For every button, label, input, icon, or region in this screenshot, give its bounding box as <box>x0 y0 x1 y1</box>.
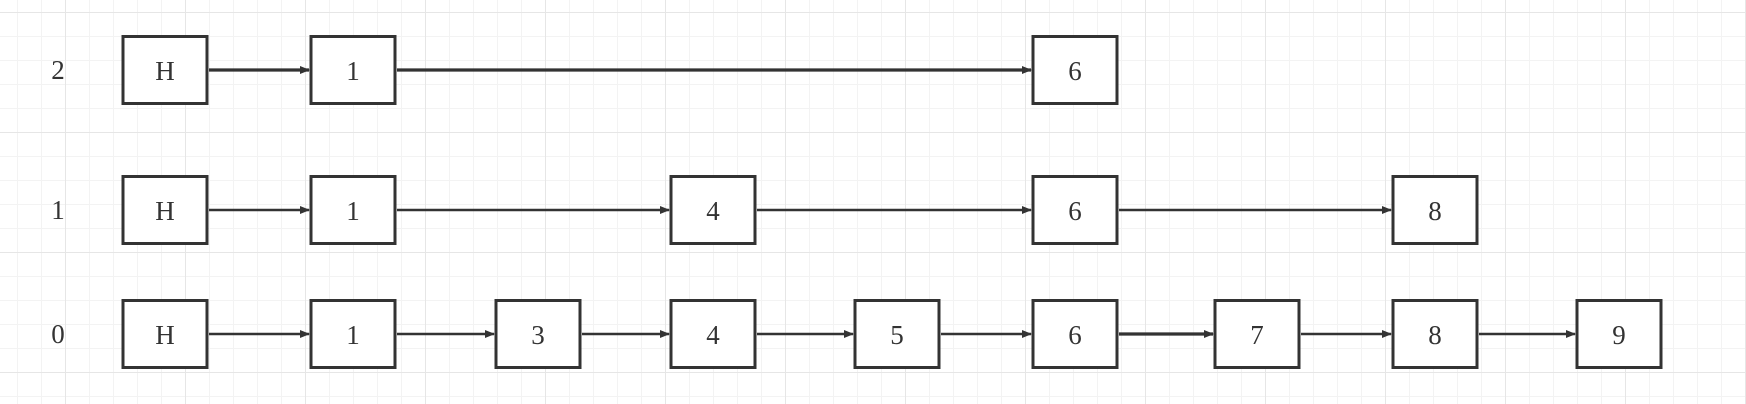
node-label: 5 <box>890 320 904 350</box>
node-box <box>1391 175 1479 245</box>
level-label-1: 1 <box>51 195 65 225</box>
node-box <box>1575 299 1663 369</box>
level-label-0: 0 <box>51 319 65 349</box>
node-0-7: 7 <box>1213 299 1301 369</box>
node-1-8: 8 <box>1391 175 1479 245</box>
node-box <box>1031 175 1119 245</box>
node-1-6: 6 <box>1031 175 1119 245</box>
node-1-4: 4 <box>669 175 757 245</box>
node-box <box>1213 299 1301 369</box>
node-label: 6 <box>1068 320 1082 350</box>
node-label: H <box>155 196 175 226</box>
node-label: 9 <box>1612 320 1626 350</box>
node-box <box>309 175 397 245</box>
node-2-1: 1 <box>309 35 397 105</box>
node-label: 4 <box>706 320 720 350</box>
node-box <box>853 299 941 369</box>
node-box <box>494 299 582 369</box>
node-1-H: H <box>121 175 209 245</box>
node-label: 4 <box>706 196 720 226</box>
node-0-9: 9 <box>1575 299 1663 369</box>
node-1-1: 1 <box>309 175 397 245</box>
node-box <box>121 299 209 369</box>
node-box <box>309 35 397 105</box>
node-box <box>669 299 757 369</box>
node-0-8: 8 <box>1391 299 1479 369</box>
node-0-6: 6 <box>1031 299 1119 369</box>
node-box <box>669 175 757 245</box>
node-box <box>309 299 397 369</box>
node-0-H: H <box>121 299 209 369</box>
node-label: 1 <box>346 196 360 226</box>
node-label: 8 <box>1428 320 1442 350</box>
node-0-3: 3 <box>494 299 582 369</box>
node-box <box>121 175 209 245</box>
node-label: 6 <box>1068 196 1082 226</box>
node-label: 6 <box>1068 56 1082 86</box>
node-0-4: 4 <box>669 299 757 369</box>
node-label: 1 <box>346 320 360 350</box>
node-label: H <box>155 56 175 86</box>
node-label: H <box>155 320 175 350</box>
node-box <box>1031 35 1119 105</box>
node-label: 1 <box>346 56 360 86</box>
node-box <box>1391 299 1479 369</box>
node-0-5: 5 <box>853 299 941 369</box>
node-box <box>1031 299 1119 369</box>
node-2-H: H <box>121 35 209 105</box>
level-label-2: 2 <box>51 55 65 85</box>
node-box <box>121 35 209 105</box>
node-label: 7 <box>1250 320 1264 350</box>
node-label: 8 <box>1428 196 1442 226</box>
node-label: 3 <box>531 320 545 350</box>
node-2-6: 6 <box>1031 35 1119 105</box>
node-0-1: 1 <box>309 299 397 369</box>
